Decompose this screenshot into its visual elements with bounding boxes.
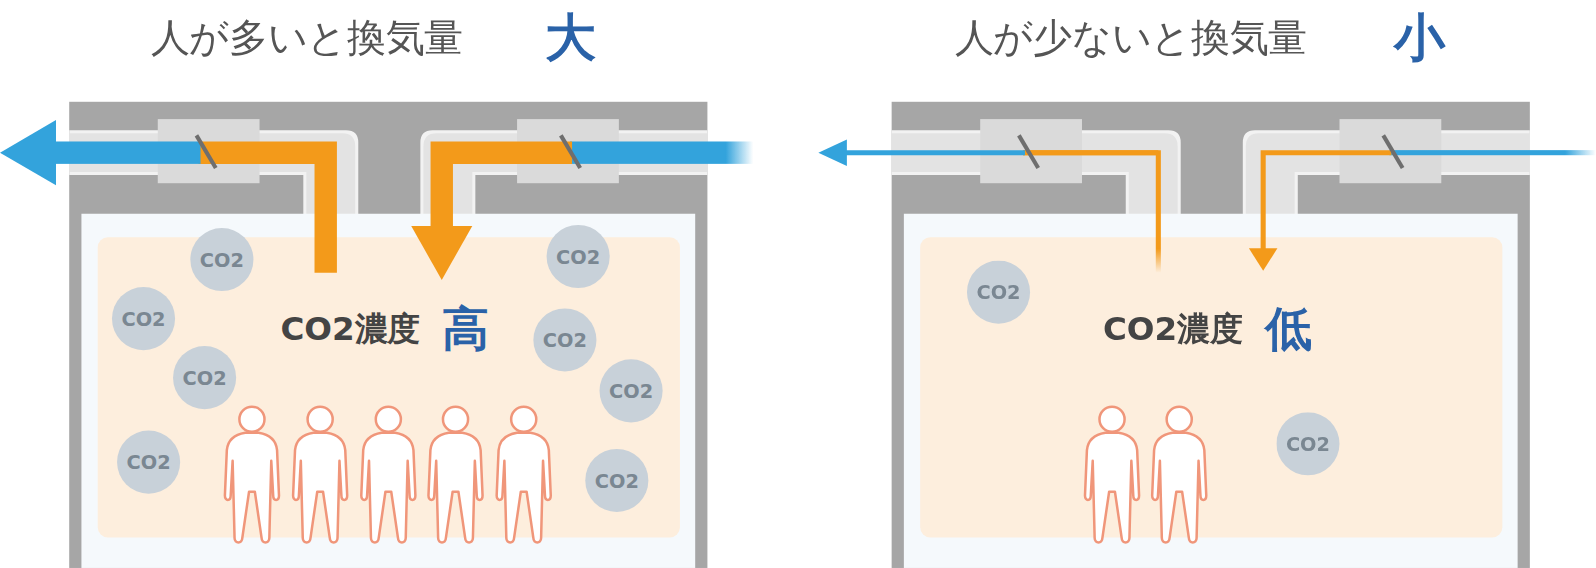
concentration-label: CO2濃度 — [1103, 307, 1242, 352]
concentration-label: CO2濃度 — [280, 307, 419, 352]
co2-bubble: CO2 — [533, 308, 596, 371]
co2-label: CO2 — [200, 248, 244, 270]
concentration-level: 低 — [1265, 298, 1312, 361]
co2-label: CO2 — [121, 307, 165, 329]
room-area: CO2濃度低CO2CO2 — [920, 237, 1502, 537]
co2-label: CO2 — [609, 380, 653, 402]
concentration-text: CO2濃度低 — [1103, 298, 1312, 361]
title-text: 人が多いと換気量 — [151, 12, 463, 64]
co2-bubble: CO2 — [600, 359, 663, 422]
title-text: 人が少ないと換気量 — [955, 12, 1307, 64]
co2-label: CO2 — [1286, 433, 1330, 455]
co2-label: CO2 — [976, 281, 1020, 303]
co2-bubble: CO2 — [1276, 412, 1339, 475]
co2-label: CO2 — [543, 329, 587, 351]
co2-bubble: CO2 — [173, 346, 236, 409]
co2-label: CO2 — [595, 469, 639, 491]
co2-bubble: CO2 — [190, 228, 253, 291]
concentration-level: 高 — [442, 298, 489, 361]
co2-label: CO2 — [556, 245, 600, 267]
co2-bubble: CO2 — [967, 261, 1030, 324]
co2-bubble: CO2 — [112, 287, 175, 350]
co2-label: CO2 — [183, 366, 227, 388]
concentration-text: CO2濃度高 — [280, 298, 489, 361]
co2-label: CO2 — [127, 451, 171, 473]
co2-bubble: CO2 — [585, 449, 648, 512]
title-emphasis: 大 — [545, 4, 596, 72]
title-emphasis: 小 — [1394, 4, 1445, 72]
co2-bubble: CO2 — [547, 225, 610, 288]
room-area: CO2濃度高CO2CO2CO2CO2CO2CO2CO2CO2 — [98, 237, 680, 537]
co2-bubble: CO2 — [117, 431, 180, 494]
